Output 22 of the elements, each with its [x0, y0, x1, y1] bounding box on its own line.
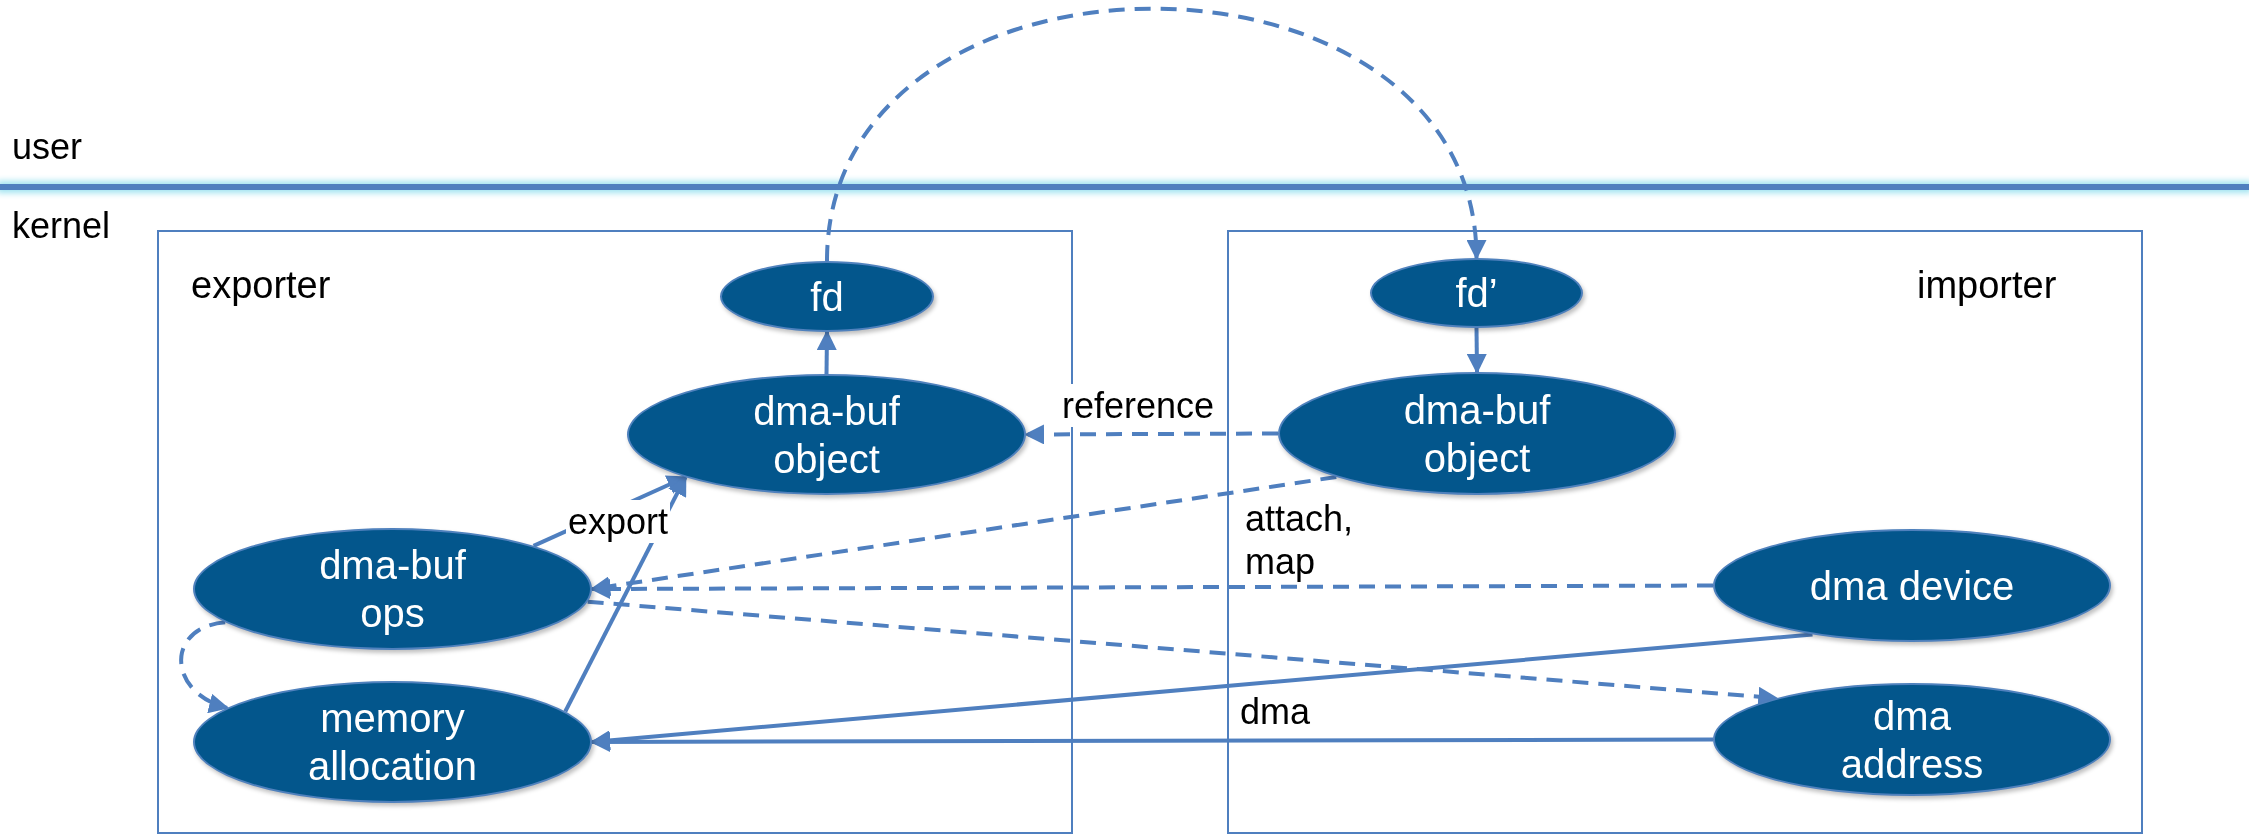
- arrow: [179, 620, 229, 712]
- arrow: [563, 475, 688, 713]
- container-box: [1227, 230, 2143, 834]
- node-label: dma-buf ops: [318, 542, 467, 637]
- layer-label: user: [12, 126, 83, 168]
- arrow: [825, 6, 1484, 262]
- node-label: dma device: [1809, 562, 2015, 610]
- node-label: dma address: [1839, 692, 1985, 788]
- group-heading: importer: [1917, 264, 2057, 307]
- arrow: [816, 330, 837, 375]
- arrow: [1024, 424, 1278, 445]
- node-label: fd’: [1455, 270, 1498, 317]
- node-label: fd: [810, 273, 844, 321]
- node-label: dma-buf object: [752, 387, 901, 483]
- group-heading: exporter: [191, 264, 331, 307]
- arrow: [1466, 327, 1487, 374]
- edge-label: export: [566, 500, 671, 544]
- arrow: [590, 731, 1713, 752]
- arrow: [590, 578, 1713, 599]
- node-label: dma-buf object: [1402, 386, 1552, 482]
- layer-label: kernel: [12, 205, 111, 247]
- node-label: memory allocation: [307, 695, 478, 790]
